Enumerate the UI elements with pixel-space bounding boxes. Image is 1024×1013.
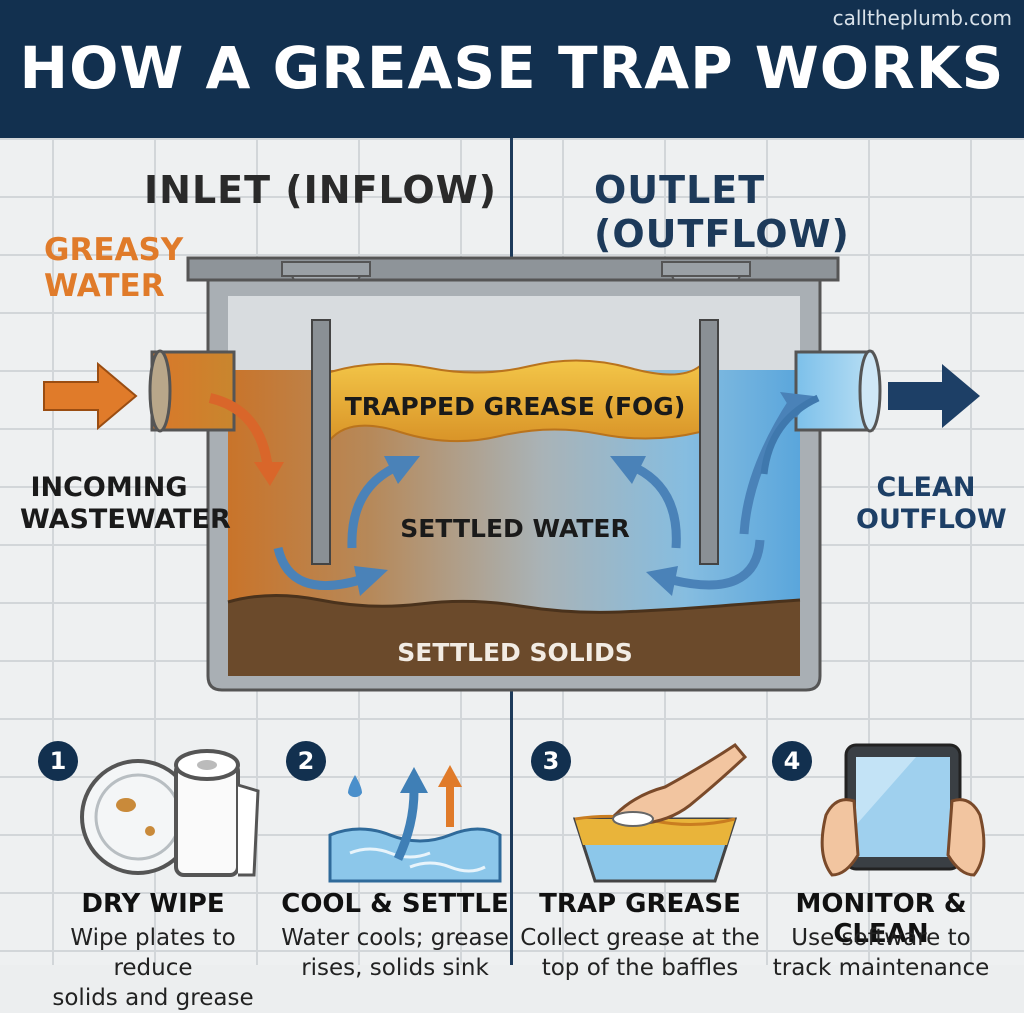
rise-arrow-right — [633, 463, 681, 549]
swirl-arrow-right — [670, 539, 765, 590]
greasy-water-label: GREASY WATER — [44, 232, 184, 304]
swirl-arrowhead-left — [354, 566, 388, 596]
solids-edge — [227, 594, 801, 614]
tablet-hands-icon — [820, 743, 986, 877]
grease-trap-diagram — [43, 256, 980, 692]
up-arrowhead-right — [780, 392, 814, 418]
title-banner: calltheplumb.com HOW A GREASE TRAP WORKS — [0, 0, 1024, 138]
plate-paper-towel-icon — [80, 749, 260, 877]
outlet-heading: OUTLET (OUTFLOW) — [594, 168, 850, 256]
settled-solids-label: SETTLED SOLIDS — [397, 638, 633, 667]
step-4-description: Use software to track maintenance — [772, 925, 990, 981]
step-1-title: DRY WIPE — [81, 889, 225, 919]
page-title: HOW A GREASE TRAP WORKS — [19, 34, 1005, 102]
outlet-cap — [661, 261, 751, 277]
inflow-arrow — [43, 361, 138, 431]
inlet-cap — [281, 261, 371, 277]
swirl-arrowhead-right — [646, 566, 678, 596]
water-rising-arrows-icon — [328, 765, 502, 883]
up-arrow-right-top — [760, 394, 820, 475]
settled-water-label: SETTLED WATER — [400, 514, 630, 543]
step-1: 1 DRY WIPE Wipe plates to reduce solids … — [28, 735, 278, 1011]
inlet-down-arrow — [208, 393, 273, 471]
step-4: 4 MONITOR & CLEAN Use software to track … — [756, 735, 1006, 981]
step-1-number: 1 — [38, 741, 78, 781]
step-2: 2 COOL & SETTLE Water cools; grease rise… — [270, 735, 520, 981]
inlet-down-arrowhead — [254, 462, 284, 486]
swirl-arrow-left — [273, 546, 362, 591]
step-2-number: 2 — [286, 741, 326, 781]
step-4-number: 4 — [772, 741, 812, 781]
step-3-title: TRAP GREASE — [539, 889, 741, 919]
outlet-baffle — [699, 319, 719, 565]
step-2-title: COOL & SETTLE — [281, 889, 509, 919]
hand-skimming-icon — [572, 743, 748, 883]
outlet-pipe-mouth — [858, 349, 882, 433]
up-arrow-right — [739, 397, 798, 535]
rise-arrow-left — [347, 463, 397, 549]
rise-arrowhead-right — [610, 456, 646, 484]
step-4-title: MONITOR & CLEAN — [795, 889, 967, 949]
outflow-arrow — [888, 364, 980, 428]
step-3: 3 TRAP GREASE Collect grease at the top … — [515, 735, 765, 981]
step-3-description: Collect grease at the top of the baffles — [520, 925, 760, 981]
inlet-heading: INLET (INFLOW) — [144, 168, 497, 212]
rise-arrowhead-left — [384, 456, 420, 484]
inlet-pipe-mouth — [148, 349, 172, 433]
site-url: calltheplumb.com — [832, 6, 1012, 30]
step-1-description: Wipe plates to reduce solids and grease — [52, 925, 254, 1011]
solids-layer — [228, 595, 800, 676]
step-3-number: 3 — [531, 741, 571, 781]
trapped-grease-label: TRAPPED GREASE (FOG) — [344, 392, 686, 421]
incoming-wastewater-label: INCOMING WASTEWATER — [20, 472, 231, 535]
clean-outflow-label: CLEAN OUTFLOW — [856, 472, 1007, 535]
inlet-baffle — [311, 319, 331, 565]
step-2-description: Water cools; grease rises, solids sink — [281, 925, 509, 981]
